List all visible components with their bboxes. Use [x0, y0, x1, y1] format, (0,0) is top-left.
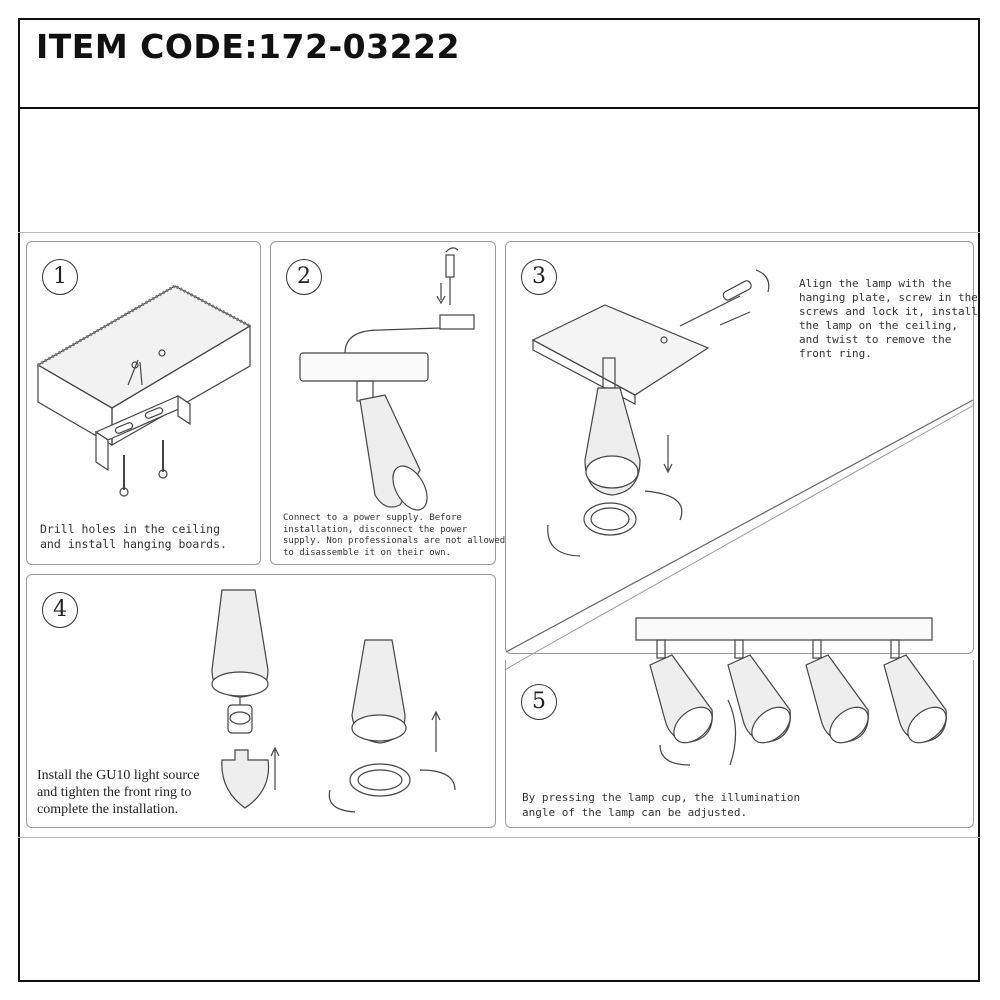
step-2-number: 2	[286, 259, 322, 295]
step-3-caption: Align the lamp with the hanging plate, s…	[799, 277, 978, 360]
step-1-number: 1	[42, 259, 78, 295]
step-3-number: 3	[521, 259, 557, 295]
step-5-caption: By pressing the lamp cup, the illuminati…	[522, 791, 801, 819]
step-1-caption: Drill holes in the ceiling and install h…	[40, 522, 227, 551]
step-5-number: 5	[521, 684, 557, 720]
header-bar	[18, 18, 980, 109]
step-4-caption: Install the GU10 light source and tighte…	[37, 768, 200, 817]
step-2-caption: Connect to a power supply. Before instal…	[283, 513, 506, 558]
page-frame	[18, 18, 980, 982]
item-code-title: ITEM CODE:172-03222	[36, 27, 460, 66]
instruction-band	[18, 232, 980, 838]
step-4-number: 4	[42, 592, 78, 628]
